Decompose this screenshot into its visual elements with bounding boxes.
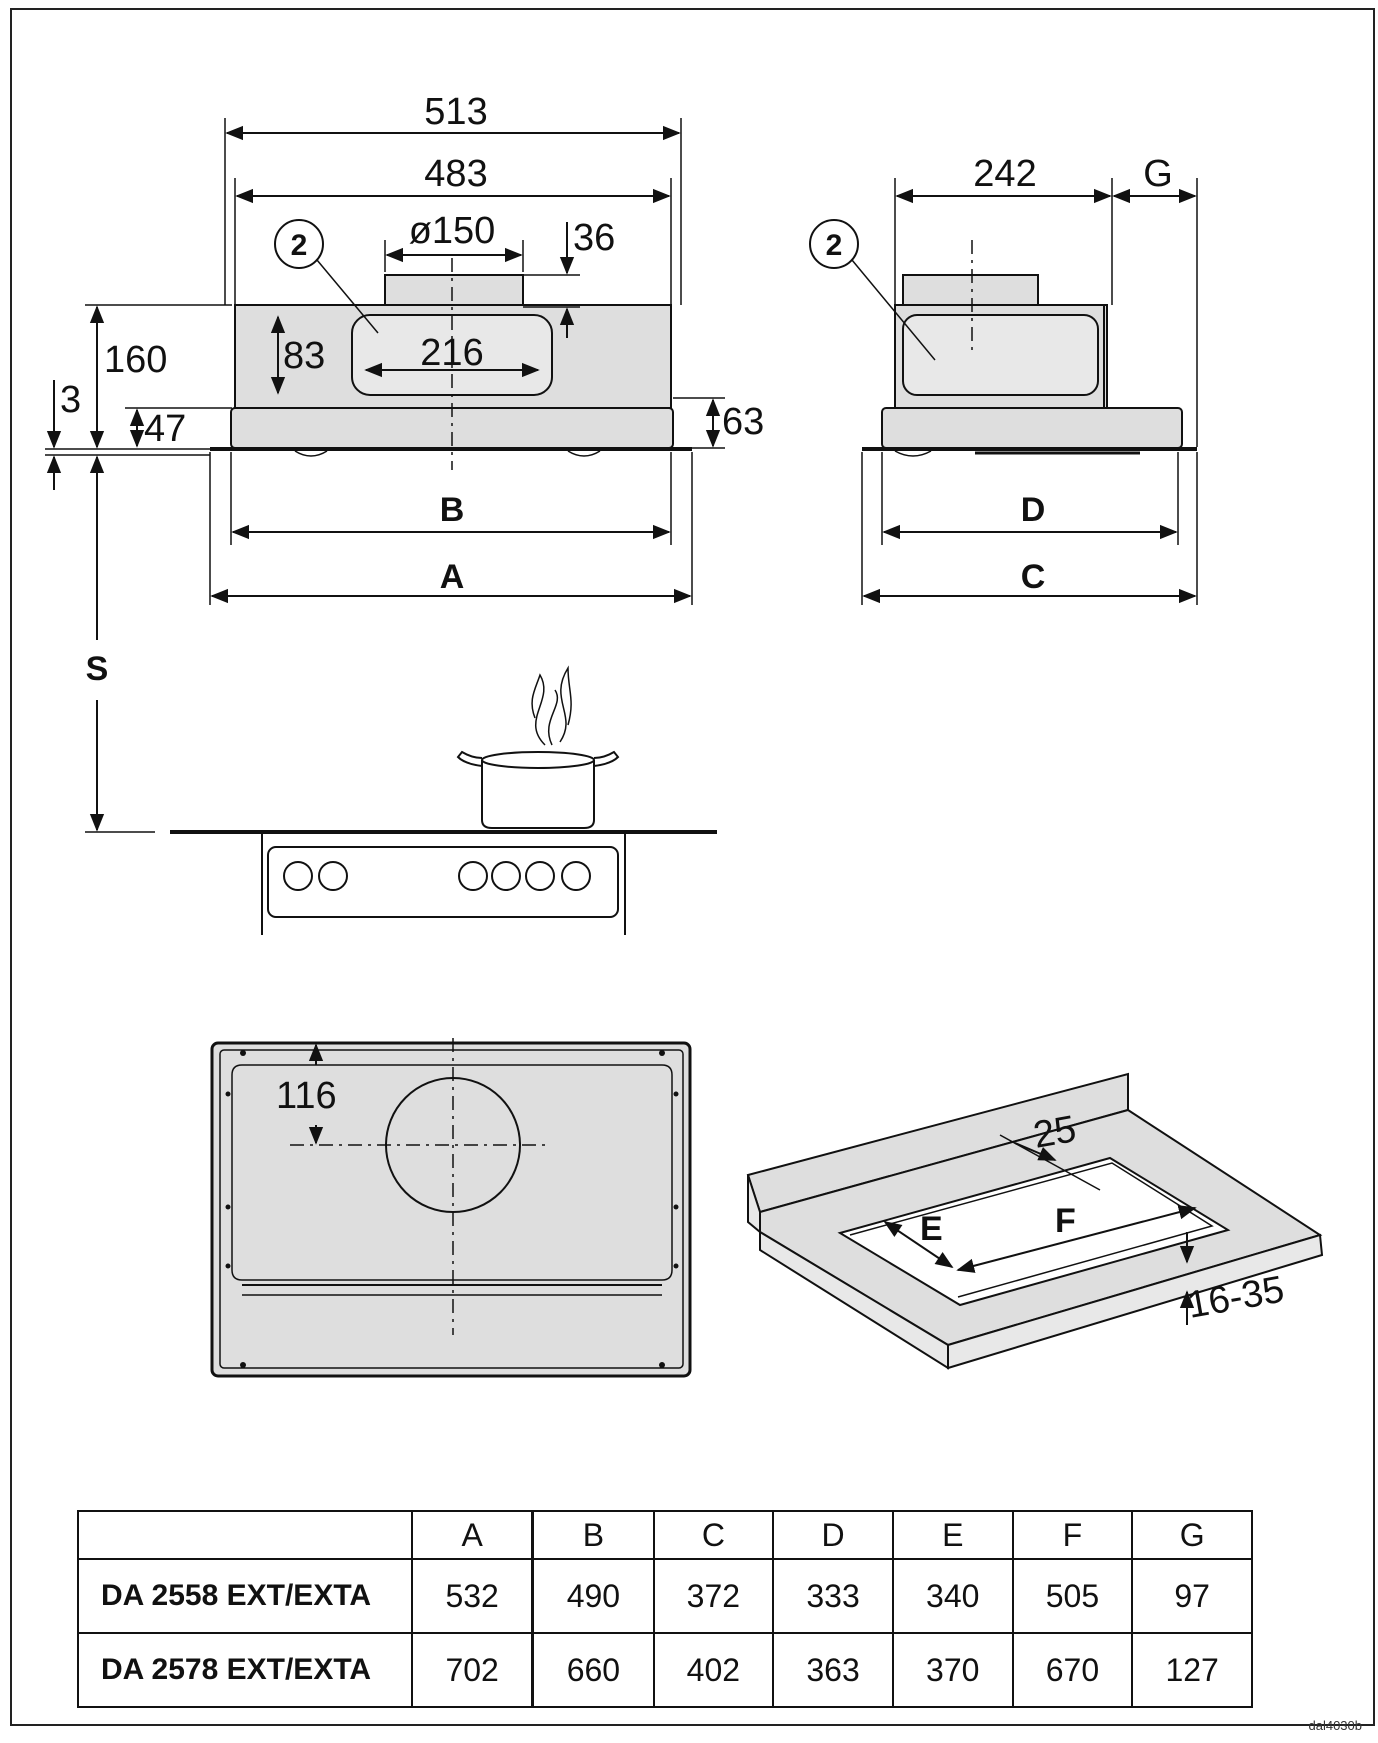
front-view: 513 483 ø150 36 216 83 bbox=[45, 91, 764, 605]
dim-e: E bbox=[920, 1210, 943, 1248]
value-cell: 702 bbox=[411, 1632, 535, 1708]
side-view: 242 G 2 D C bbox=[809, 153, 1198, 605]
table-header-cell: B bbox=[531, 1510, 655, 1560]
dim-242: 242 bbox=[973, 153, 1036, 195]
dim-513: 513 bbox=[424, 91, 487, 133]
dim-47: 47 bbox=[144, 408, 186, 450]
dim-36: 36 bbox=[573, 217, 615, 259]
model-cell: DA 2558 EXT/EXTA bbox=[77, 1558, 413, 1634]
callout-2-front: 2 bbox=[291, 229, 308, 262]
dimension-table: A B C D E F G DA 2558 EXT/EXTA 532 490 3… bbox=[77, 1510, 1253, 1708]
dim-83: 83 bbox=[283, 335, 325, 377]
cutout-view: 25 E F 16-35 bbox=[746, 1072, 1324, 1370]
value-cell: 370 bbox=[891, 1632, 1014, 1708]
hob-view: S bbox=[85, 455, 717, 935]
dim-duct-diameter: ø150 bbox=[409, 210, 496, 252]
dim-s: S bbox=[86, 650, 109, 688]
dim-c: C bbox=[1021, 558, 1046, 596]
table-row: DA 2578 EXT/EXTA 702 660 402 363 370 670… bbox=[77, 1632, 1253, 1708]
callout-2-side: 2 bbox=[826, 229, 843, 262]
dim-3: 3 bbox=[60, 379, 81, 421]
table-header-cell: F bbox=[1011, 1510, 1134, 1560]
table-header-cell bbox=[77, 1510, 413, 1560]
model-cell: DA 2578 EXT/EXTA bbox=[77, 1632, 413, 1708]
dim-b: B bbox=[440, 491, 465, 529]
top-view: 116 bbox=[210, 1038, 692, 1378]
dim-160: 160 bbox=[104, 339, 167, 381]
dim-d: D bbox=[1021, 491, 1046, 529]
value-cell: 333 bbox=[772, 1558, 894, 1634]
dim-25: 25 bbox=[1030, 1108, 1079, 1157]
table-row: DA 2558 EXT/EXTA 532 490 372 333 340 505… bbox=[77, 1558, 1253, 1634]
value-cell: 340 bbox=[891, 1558, 1014, 1634]
value-cell: 490 bbox=[531, 1558, 655, 1634]
table-header-cell: A bbox=[411, 1510, 535, 1560]
dim-g: G bbox=[1143, 153, 1173, 195]
table-header-cell: C bbox=[652, 1510, 775, 1560]
dim-63: 63 bbox=[722, 401, 764, 443]
table-header-cell: D bbox=[772, 1510, 894, 1560]
value-cell: 660 bbox=[531, 1632, 655, 1708]
table-header-row: A B C D E F G bbox=[77, 1510, 1253, 1560]
drawing-frame bbox=[10, 8, 1375, 1726]
value-cell: 532 bbox=[411, 1558, 535, 1634]
value-cell: 127 bbox=[1131, 1632, 1253, 1708]
table-header-cell: E bbox=[891, 1510, 1014, 1560]
value-cell: 670 bbox=[1011, 1632, 1134, 1708]
value-cell: 505 bbox=[1011, 1558, 1134, 1634]
dim-f: F bbox=[1055, 1202, 1076, 1240]
value-cell: 402 bbox=[652, 1632, 775, 1708]
value-cell: 372 bbox=[652, 1558, 775, 1634]
drawing-reference: dal4030b bbox=[1308, 1718, 1363, 1733]
table-header-cell: G bbox=[1131, 1510, 1253, 1560]
dim-483: 483 bbox=[424, 153, 487, 195]
value-cell: 363 bbox=[772, 1632, 894, 1708]
dim-116: 116 bbox=[276, 1075, 337, 1117]
dim-a: A bbox=[440, 558, 465, 596]
value-cell: 97 bbox=[1131, 1558, 1253, 1634]
